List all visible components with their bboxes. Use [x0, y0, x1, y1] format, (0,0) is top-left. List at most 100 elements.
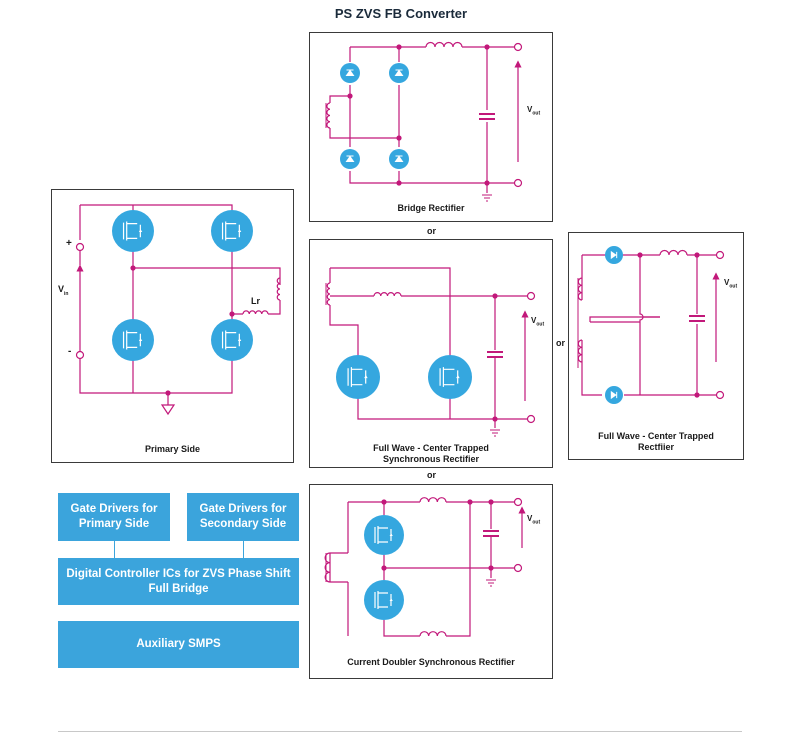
junction-dot — [484, 180, 490, 186]
mosfet-glyph — [439, 367, 459, 387]
panel-current-doubler — [309, 484, 553, 679]
wire-segment — [639, 255, 644, 395]
inductor-symbol — [242, 310, 269, 315]
caption-fw-sync-line1: Full Wave - Center Trapped — [373, 443, 489, 453]
caption-bridge-rectifier: Bridge Rectifier — [397, 203, 465, 213]
junction-dot — [492, 293, 498, 299]
terminal-circle — [513, 563, 523, 573]
terminal-circle — [513, 178, 523, 188]
vout-label: Vout — [531, 316, 545, 328]
gate-drivers-secondary-block: Gate Drivers for Secondary Side — [187, 493, 299, 541]
terminal-circle — [513, 497, 523, 507]
wire-segment — [80, 204, 233, 228]
inductor-symbol — [419, 631, 447, 637]
inductor-symbol — [425, 41, 463, 48]
gate-drivers-primary-block: Gate Drivers for Primary Side — [58, 493, 170, 541]
mosfet-icon — [336, 355, 380, 399]
ground-symbol — [160, 404, 176, 416]
vout-label: Vout — [527, 514, 541, 526]
diode-glyph — [345, 69, 355, 76]
terminal-circle — [75, 350, 85, 360]
caption-primary-side: Primary Side — [144, 444, 201, 454]
wire-segment — [329, 267, 451, 377]
wire-segment — [79, 353, 233, 394]
junction-dot — [637, 252, 643, 258]
diode-glyph — [394, 155, 404, 162]
mosfet-glyph — [456, 375, 460, 379]
lr-label: Lr — [251, 296, 260, 306]
wire-segment — [589, 316, 660, 322]
caption-current-doubler: Current Doubler Synchronous Rectifier — [347, 657, 515, 667]
diode-glyph — [345, 155, 355, 162]
mosfet-glyph — [122, 330, 141, 350]
terminal-circle — [715, 250, 725, 260]
inductor-symbol — [276, 277, 281, 301]
caption-fw-ct-line1: Full Wave - Center Trapped — [598, 431, 714, 441]
mosfet-glyph — [221, 221, 240, 241]
junction-dot — [130, 265, 136, 271]
wire-segment — [133, 267, 281, 285]
connector-line — [114, 541, 115, 558]
mosfet-icon — [112, 319, 154, 361]
diode-glyph — [610, 250, 618, 260]
ground-symbol — [490, 429, 500, 437]
junction-dot — [396, 135, 402, 141]
mosfet-glyph — [374, 526, 392, 544]
mosfet-glyph — [138, 338, 143, 342]
junction-dot — [694, 392, 700, 398]
diode-glyph — [610, 390, 618, 400]
mosfet-icon — [428, 355, 472, 399]
junction-dot — [396, 44, 402, 50]
caption-fw-ct-line2: Rectfiier — [637, 442, 674, 452]
mosfet-glyph — [237, 229, 242, 233]
ground-symbol — [486, 579, 496, 587]
mosfet-icon — [211, 210, 253, 252]
wire-segment — [581, 254, 602, 278]
junction-dot — [488, 565, 494, 571]
terminal-circle — [526, 414, 536, 424]
inductor-symbol — [326, 282, 331, 306]
mosfet-glyph — [138, 229, 143, 233]
wire-segment — [329, 95, 399, 139]
mosfet-icon — [364, 515, 404, 555]
mosfet-glyph — [122, 221, 141, 241]
vout-label: Vout — [527, 105, 541, 117]
minus-sign: - — [68, 346, 72, 357]
wire-segment — [590, 316, 660, 323]
junction-dot — [488, 499, 494, 505]
mosfet-icon — [211, 319, 253, 361]
wire-segment — [581, 368, 602, 396]
auxiliary-smps-block: Auxiliary SMPS — [58, 621, 299, 668]
mosfet-glyph — [374, 591, 392, 609]
junction-dot — [396, 180, 402, 186]
junction-dot — [165, 390, 171, 396]
inductor-symbol — [659, 249, 688, 256]
mosfet-icon — [112, 210, 154, 252]
mosfet-glyph — [389, 598, 393, 601]
terminal-circle — [526, 291, 536, 301]
mosfet-icon — [364, 580, 404, 620]
inductor-symbol — [419, 497, 447, 503]
inductor-symbol — [324, 552, 331, 583]
junction-dot — [347, 93, 353, 99]
terminal-circle — [513, 42, 523, 52]
inductor-symbol — [373, 292, 402, 297]
panel-primary-side — [51, 189, 294, 463]
connector-line — [243, 541, 244, 558]
inductor-symbol — [326, 102, 331, 129]
junction-dot — [381, 499, 387, 505]
mosfet-glyph — [389, 533, 393, 536]
junction-dot — [694, 252, 700, 258]
diode-glyph — [394, 69, 404, 76]
junction-dot — [467, 499, 473, 505]
vout-label: Vout — [724, 278, 738, 290]
wire-segment — [329, 305, 359, 370]
digital-controller-block: Digital Controller ICs for ZVS Phase Shi… — [58, 558, 299, 605]
terminal-circle — [715, 390, 725, 400]
wire-segment — [330, 552, 348, 583]
junction-dot — [381, 565, 387, 571]
ground-symbol — [482, 194, 492, 202]
vin-label: Vin — [58, 284, 69, 297]
page-title: PS ZVS FB Converter — [334, 6, 468, 21]
